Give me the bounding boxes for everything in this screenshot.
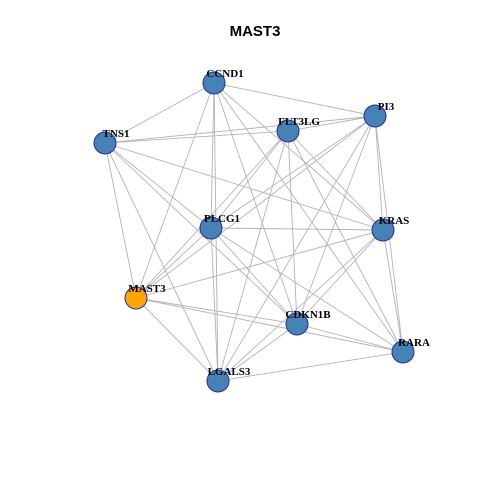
edge-flt3lg-tns1 [104,130,289,144]
edge-flt3lg-plcg1 [210,130,289,229]
node-lgals3[interactable] [206,369,230,393]
edge-tns1-mast3 [104,142,137,299]
edge-mast3-lgals3 [135,297,219,382]
edge-pi3-kras [374,115,384,231]
edge-cdkn1b-lgals3 [217,323,298,382]
edge-flt3lg-lgals3 [217,130,289,382]
node-plcg1[interactable] [199,216,223,240]
edge-flt3lg-mast3 [135,130,289,299]
edge-ccnd1-rara [213,82,404,353]
edge-flt3lg-kras [287,130,384,231]
node-mast3[interactable] [124,286,148,310]
edge-ccnd1-plcg1 [210,82,215,229]
edge-ccnd1-mast3 [135,82,215,299]
edge-plcg1-mast3 [135,227,212,299]
edge-ccnd1-tns1 [104,82,215,144]
edge-flt3lg-cdkn1b [287,130,298,325]
node-rara[interactable] [391,340,415,364]
edge-mast3-rara [135,297,404,353]
node-label-cdkn1b: CDKN1B [285,309,331,321]
edge-plcg1-lgals3 [210,227,219,382]
edge-plcg1-kras [210,227,384,231]
edge-tns1-plcg1 [104,142,212,229]
edge-kras-rara [382,229,404,353]
node-kras[interactable] [371,218,395,242]
edge-rara-lgals3 [217,351,404,382]
edge-plcg1-cdkn1b [210,227,298,325]
edge-kras-cdkn1b [296,229,384,325]
edge-pi3-tns1 [104,115,376,144]
node-pi3[interactable] [363,104,387,128]
edges-layer [104,82,404,382]
edge-ccnd1-pi3 [213,82,376,117]
edge-pi3-flt3lg [287,115,376,132]
node-label-plcg1: PLCG1 [204,213,240,225]
node-label-mast3: MAST3 [128,283,166,295]
edge-pi3-cdkn1b [296,115,376,325]
node-label-ccnd1: CCND1 [206,68,243,80]
node-ccnd1[interactable] [202,71,226,95]
edge-kras-lgals3 [217,229,384,382]
node-cdkn1b[interactable] [285,312,309,336]
node-label-tns1: TNS1 [103,128,130,140]
edge-tns1-lgals3 [104,142,219,382]
diagram-title: MAST3 [230,23,281,40]
edge-kras-mast3 [135,229,384,299]
edge-cdkn1b-rara [296,323,404,353]
node-label-pi3: PI3 [378,101,395,113]
edge-ccnd1-cdkn1b [213,82,298,325]
edge-pi3-lgals3 [217,115,376,382]
node-label-lgals3: LGALS3 [208,366,251,378]
node-label-rara: RARA [398,337,430,349]
edge-pi3-plcg1 [210,115,376,229]
nodes-layer [93,71,415,393]
node-label-flt3lg: FLT3LG [278,116,320,128]
node-flt3lg[interactable] [276,119,300,143]
node-label-kras: KRAS [379,215,410,227]
edge-pi3-mast3 [135,115,376,299]
node-tns1[interactable] [93,131,117,155]
edge-mast3-cdkn1b [135,297,298,325]
edge-tns1-kras [104,142,384,231]
edge-ccnd1-kras [213,82,384,231]
edge-plcg1-rara [210,227,404,353]
edge-flt3lg-rara [287,130,404,353]
